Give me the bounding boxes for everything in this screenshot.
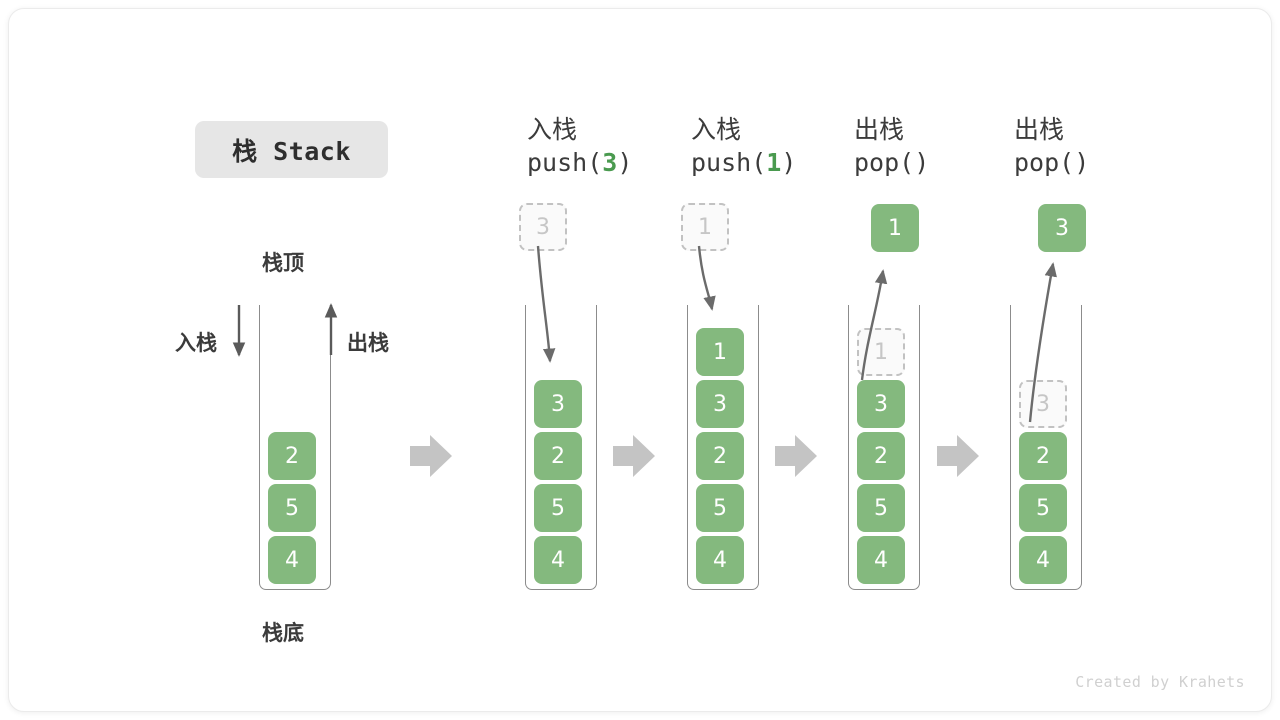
stack-cell: 2	[696, 432, 744, 480]
stack-cell: 5	[1019, 484, 1067, 532]
stack-bottom-label: 栈底	[262, 621, 304, 645]
ghost-cell-incoming: 3	[519, 203, 567, 251]
stage-caption-code: push(3)	[527, 148, 633, 177]
stage-caption-cn: 入栈	[691, 115, 742, 144]
title-badge: 栈 Stack	[195, 121, 388, 178]
stack-cell: 3	[696, 380, 744, 428]
stack-cell: 5	[696, 484, 744, 532]
ghost-cell-vacated: 3	[1019, 380, 1067, 428]
push-side-label: 入栈	[175, 331, 217, 355]
ghost-cell-incoming: 1	[681, 203, 729, 251]
ghost-cell-vacated: 1	[857, 328, 905, 376]
stage-caption-code: push(1)	[691, 148, 797, 177]
stack-cell: 3	[857, 380, 905, 428]
stack-cell: 4	[534, 536, 582, 584]
flow-arrow	[613, 435, 655, 477]
stage-caption-code: pop()	[854, 148, 930, 177]
stage-caption-pop-1: 出栈 pop()	[854, 113, 1014, 179]
flow-arrow	[775, 435, 817, 477]
popped-cell: 1	[871, 204, 919, 252]
stack-cell: 5	[534, 484, 582, 532]
stack-cell: 4	[1019, 536, 1067, 584]
push-motion-arrow-1	[697, 245, 716, 311]
stack-cell: 2	[534, 432, 582, 480]
stage-caption-cn: 出栈	[854, 115, 905, 144]
stage-caption-code: pop()	[1014, 148, 1090, 177]
stage-caption-push-1: 入栈 push(1)	[691, 113, 851, 179]
stack-cell: 2	[857, 432, 905, 480]
stack-cell: 2	[268, 432, 316, 480]
stack-cell: 1	[696, 328, 744, 376]
flow-arrow	[410, 435, 452, 477]
flow-arrow	[937, 435, 979, 477]
stack-cell: 5	[268, 484, 316, 532]
diagram-canvas: 栈 Stack 入栈 push(3) 入栈 push(1) 出栈 pop() 出…	[8, 8, 1272, 712]
credit-text: Created by Krahets	[1075, 673, 1245, 691]
stack-top-label: 栈顶	[262, 251, 304, 275]
stack-cell: 4	[696, 536, 744, 584]
popped-cell: 3	[1038, 204, 1086, 252]
stack-cell: 3	[534, 380, 582, 428]
stage-caption-cn: 出栈	[1014, 115, 1065, 144]
stage-caption-cn: 入栈	[527, 115, 578, 144]
stack-cell: 2	[1019, 432, 1067, 480]
stack-cell: 4	[268, 536, 316, 584]
stack-cell: 4	[857, 536, 905, 584]
stage-caption-push-3: 入栈 push(3)	[527, 113, 687, 179]
pop-side-label: 出栈	[347, 331, 389, 355]
stage-caption-pop-3: 出栈 pop()	[1014, 113, 1174, 179]
stack-cell: 5	[857, 484, 905, 532]
